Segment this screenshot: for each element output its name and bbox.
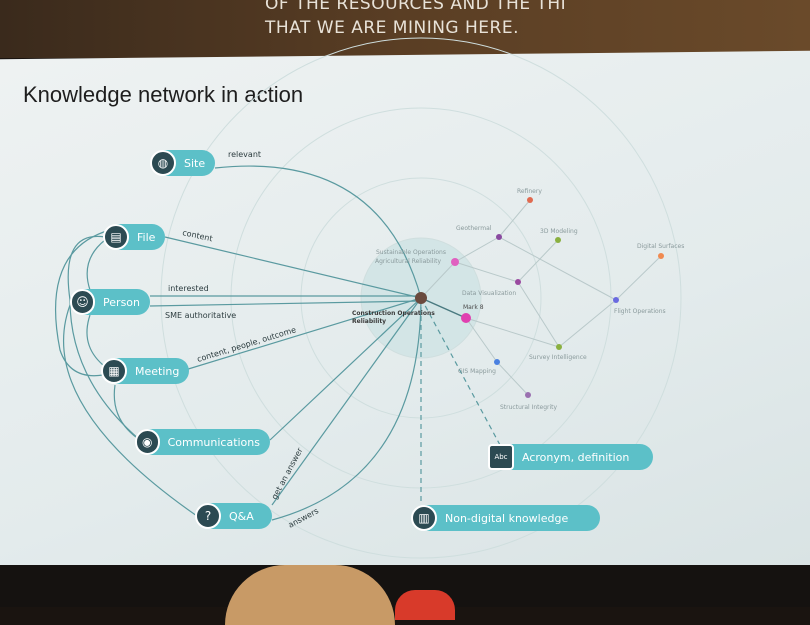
node-flight-ops <box>613 297 619 303</box>
node-geothermal <box>496 234 502 240</box>
label-flight-ops: Flight Operations <box>614 308 666 315</box>
edge-label-cpo: content, people, outcome <box>196 325 297 364</box>
entity-qa[interactable]: ?Q&A <box>195 503 272 529</box>
entity-person[interactable]: ☺Person <box>70 289 150 315</box>
edge-label-sme: SME authoritative <box>165 311 236 320</box>
label-digital-surfaces: Digital Surfaces <box>637 243 684 250</box>
entity-site[interactable]: ◍Site <box>150 150 216 176</box>
edge-label-get-answer: get an answer <box>270 446 305 501</box>
edge-relevant <box>214 165 422 299</box>
edge-label-interested: interested <box>168 284 209 293</box>
node-gis <box>494 359 500 365</box>
node-3d-modeling <box>555 237 561 243</box>
edge-person-file <box>86 239 106 291</box>
network-diagram: Refinery Geothermal 3D Modeling Digital … <box>54 37 684 559</box>
qa-icon: ? <box>195 503 221 529</box>
label-structural: Structural Integrity <box>500 404 558 411</box>
edge-label-relevant: relevant <box>228 150 261 159</box>
edge-person-meeting <box>86 314 104 366</box>
file-icon: ▤ <box>103 224 129 250</box>
ring <box>160 37 682 559</box>
caption-line-2: THAT WE ARE MINING HERE. <box>265 18 519 38</box>
node-data-viz <box>515 279 521 285</box>
label-agri: Agricultural Reliability <box>375 258 441 265</box>
center-node <box>415 292 427 304</box>
label-survey: Survey Intelligence <box>529 354 587 361</box>
label-3d-modeling: 3D Modeling <box>540 228 578 235</box>
label-gis: GIS Mapping <box>458 368 496 375</box>
label-geothermal: Geothermal <box>456 225 492 232</box>
node-digital-surfaces <box>658 253 664 259</box>
edge-content <box>164 236 422 299</box>
broadcast-icon: ◉ <box>135 429 160 455</box>
edge-get-answer <box>271 297 422 506</box>
edge-person-qa <box>63 299 198 517</box>
center-label-2: Reliability <box>352 318 386 325</box>
node-survey <box>556 344 562 350</box>
caption-line-1: OF THE RESOURCES AND THE THI <box>265 0 567 14</box>
label-mark8: Mark 8 <box>463 304 484 311</box>
edge-label-content: content <box>182 228 214 243</box>
entity-file[interactable]: ▤File <box>103 224 166 250</box>
document-icon: ▥ <box>411 505 437 531</box>
edge-sme <box>149 300 422 307</box>
calendar-icon: ▦ <box>101 358 127 384</box>
node-mark8 <box>461 313 471 323</box>
node-refinery <box>527 197 533 203</box>
person-icon: ☺ <box>70 289 96 315</box>
audience-red-object <box>395 590 455 620</box>
edge-answers <box>271 297 422 521</box>
center-label-1: Construction Operations <box>352 310 435 317</box>
label-refinery: Refinery <box>517 188 542 195</box>
label-sustainable: Sustainable Operations <box>376 249 446 256</box>
node-sustainable <box>451 258 459 266</box>
edge-meeting-comm <box>113 384 141 441</box>
slide-title: Knowledge network in action <box>23 82 304 107</box>
node-structural <box>525 392 531 398</box>
edge-file-meeting <box>54 229 111 377</box>
entity-meeting[interactable]: ▦Meeting <box>101 358 190 384</box>
label-data-viz: Data Visualization <box>462 290 516 297</box>
caption-banner: OF THE RESOURCES AND THE THI THAT WE ARE… <box>0 0 810 58</box>
edge-cpo <box>184 297 422 371</box>
abc-def-icon: Abc <box>488 444 514 470</box>
edge-comm <box>269 297 422 441</box>
edge-file-comm <box>67 235 141 441</box>
globe-icon: ◍ <box>150 150 176 176</box>
edge-acronym <box>420 297 501 446</box>
entity-communications[interactable]: ◉Communications <box>135 429 270 455</box>
entity-nondigital[interactable]: ▥Non-digital knowledge <box>411 505 600 531</box>
